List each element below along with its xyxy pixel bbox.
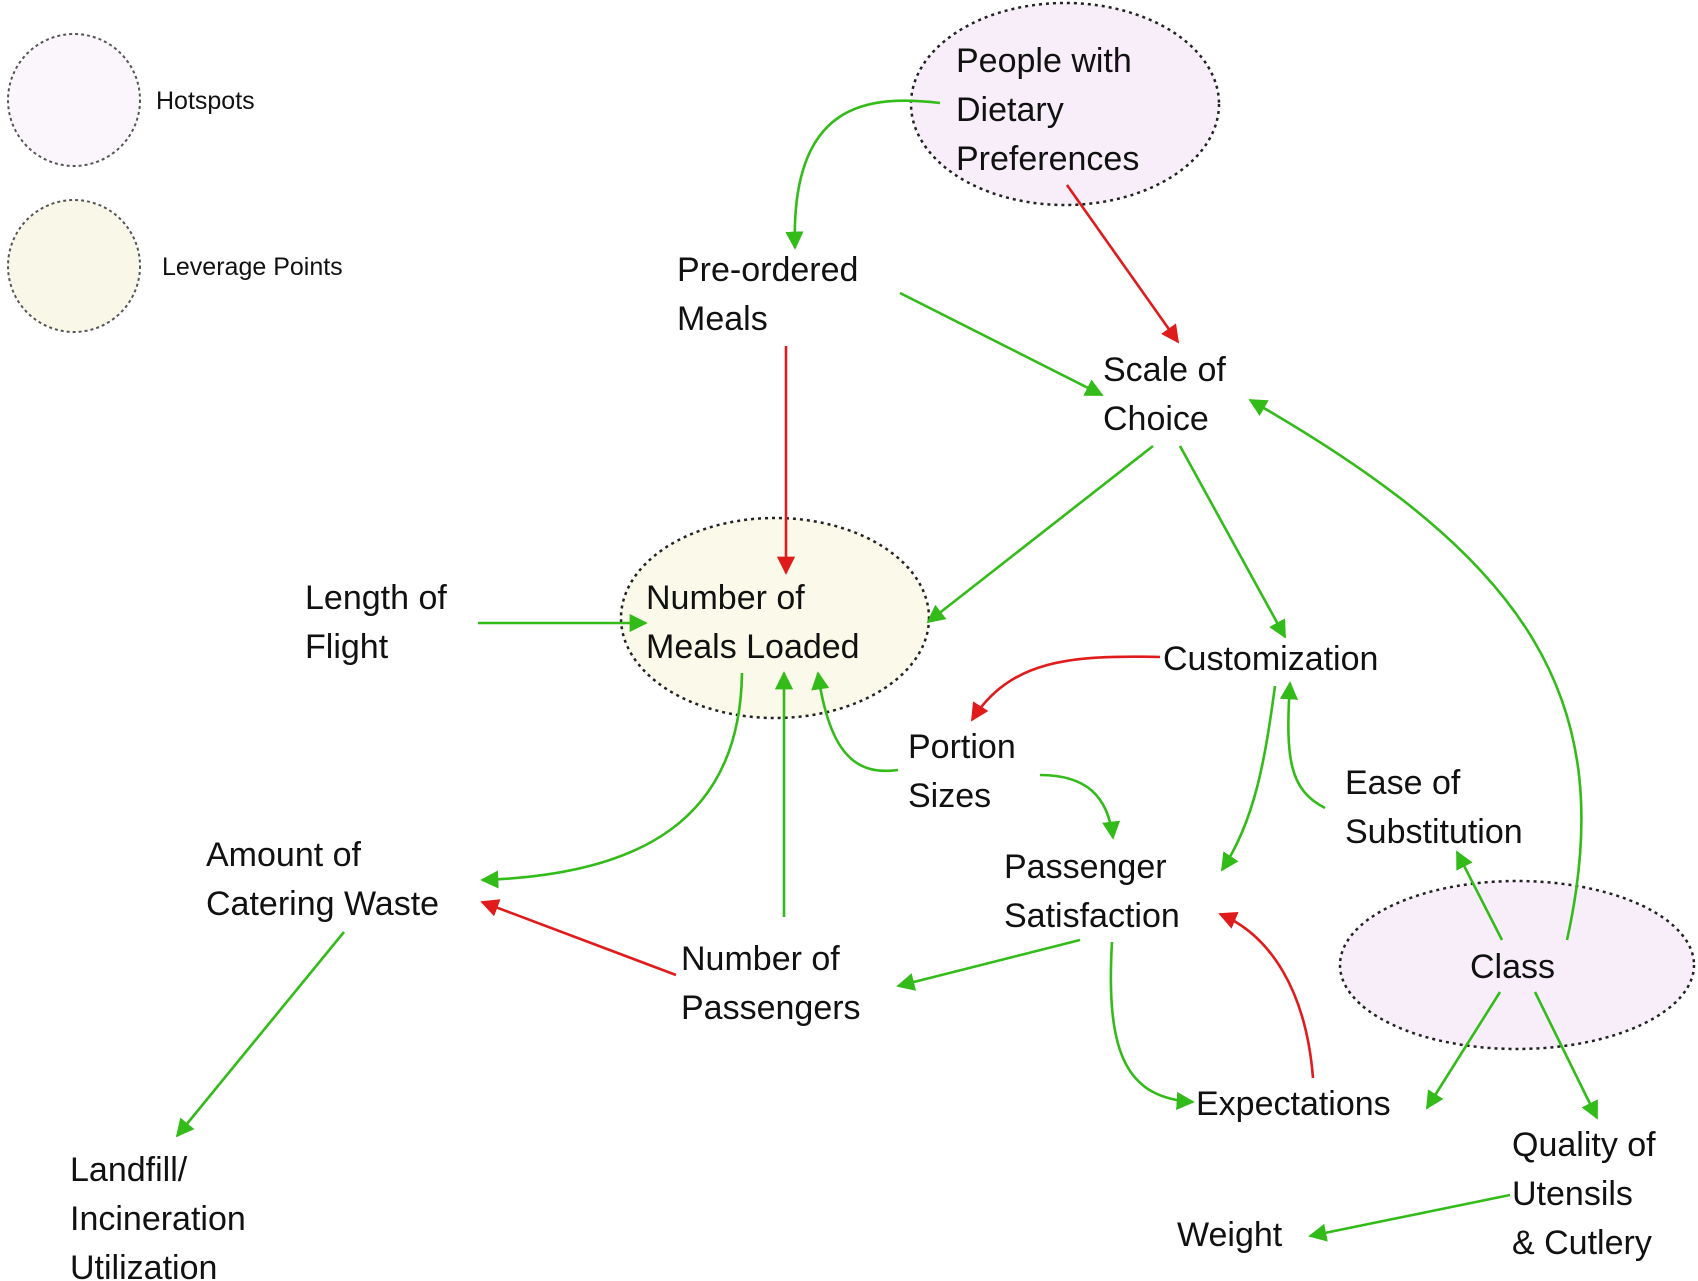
edge-scale-to-meals-loaded <box>926 444 1154 624</box>
edge-passengers-to-waste <box>480 899 677 977</box>
edge-class-to-ease <box>1455 850 1504 941</box>
edge-preordered-to-scale <box>899 291 1104 397</box>
hotspot-people-ellipse <box>909 1 1221 207</box>
edge-customization-to-satisfaction <box>1220 685 1277 872</box>
node-landfill-incineration-utilization: Landfill/ Incineration Utilization <box>70 1151 255 1281</box>
hotspot-class-ellipse <box>1338 879 1696 1051</box>
edge-customization-to-portion <box>970 655 1161 722</box>
edge-meals-loaded-to-waste <box>480 672 744 889</box>
edge-people-to-preordered <box>785 99 941 250</box>
edge-quality-to-weight <box>1308 1193 1511 1242</box>
node-customization: Customization <box>1163 640 1378 678</box>
node-number-of-meals-loaded: Number of Meals Loaded <box>646 579 860 666</box>
edge-scale-to-customization <box>1178 445 1287 639</box>
edge-expectations-to-satisfaction <box>1218 911 1315 1079</box>
legend: Hotspots Leverage Points <box>7 33 343 333</box>
legend-leverage-swatch <box>7 199 141 333</box>
edge-class-to-expectations <box>1425 991 1502 1110</box>
node-scale-of-choice: Scale of Choice <box>1103 351 1235 438</box>
node-people-with-dietary-preferences: People with Dietary Preferences <box>956 42 1141 178</box>
node-number-of-passengers: Number of Passengers <box>681 940 861 1027</box>
node-quality-of-utensils-cutlery: Quality of Utensils & Cutlery <box>1512 1126 1665 1262</box>
legend-leverage-label: Leverage Points <box>162 253 343 281</box>
edge-ease-to-customization <box>1279 681 1326 810</box>
node-length-of-flight: Length of Flight <box>305 579 456 666</box>
node-amount-of-catering-waste: Amount of Catering Waste <box>206 836 439 923</box>
node-ease-of-substitution: Ease of Substitution <box>1345 764 1523 851</box>
edge-satisfaction-to-passengers <box>896 938 1081 991</box>
nodes: People with Dietary Preferences Pre-orde… <box>70 42 1665 1281</box>
edge-class-to-quality <box>1533 991 1599 1120</box>
node-weight: Weight <box>1177 1216 1283 1254</box>
node-passenger-satisfaction: Passenger Satisfaction <box>1004 848 1180 935</box>
legend-hotspot-label: Hotspots <box>156 87 255 115</box>
node-expectations: Expectations <box>1196 1085 1391 1123</box>
edge-portion-to-satisfaction <box>1039 773 1121 840</box>
legend-hotspot-swatch <box>7 33 141 167</box>
node-pre-ordered-meals: Pre-ordered Meals <box>677 251 868 338</box>
leverage-meals-loaded-ellipse <box>619 516 931 720</box>
edge-satisfaction-to-expectations <box>1109 941 1195 1111</box>
edge-class-to-scale <box>1248 398 1583 941</box>
node-class: Class <box>1470 948 1555 986</box>
edge-portion-to-meals-loaded <box>811 671 899 773</box>
node-portion-sizes: Portion Sizes <box>908 728 1025 815</box>
edge-waste-to-landfill <box>175 931 346 1138</box>
edges <box>175 99 1599 1242</box>
edge-people-to-scale <box>1065 184 1180 344</box>
